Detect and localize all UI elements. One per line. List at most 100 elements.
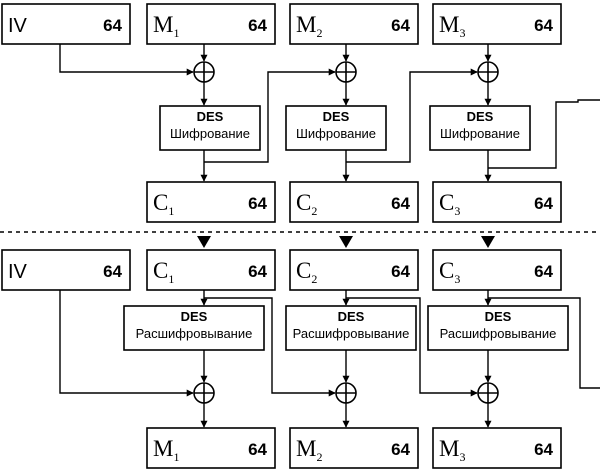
dec-ciphertext-block-3-subscript: 3 <box>454 272 460 286</box>
enc-plaintext-block-1-frame <box>146 3 276 45</box>
enc-plaintext-block-2-subscript: 2 <box>316 26 322 40</box>
enc-des-unit-2-title: DES <box>323 109 350 124</box>
enc-ciphertext-block-3-frame <box>432 181 562 223</box>
enc-iv-block-bit-width: 64 <box>103 16 122 35</box>
enc-des-unit-2-operation: Шифрование <box>296 126 376 141</box>
enc-wire-chain-2-to-3 <box>346 68 478 163</box>
dec-plaintext-block-3-bit-width: 64 <box>534 440 553 459</box>
dec-plaintext-block-2-frame <box>289 427 419 469</box>
enc-des-unit-2-frame <box>285 105 387 151</box>
enc-plaintext-block-2-bit-width: 64 <box>391 16 410 35</box>
enc-plaintext-block-1-bit-width: 64 <box>248 16 267 35</box>
enc-ciphertext-block-2-frame <box>289 181 419 223</box>
enc-plaintext-block-3-frame <box>432 3 562 45</box>
enc-ciphertext-block-3-subscript: 3 <box>454 204 460 218</box>
dec-plaintext-block-2-subscript: 2 <box>316 450 322 464</box>
enc-des-unit-3-operation: Шифрование <box>440 126 520 141</box>
dec-ciphertext-block-2-frame <box>289 249 419 291</box>
enc-plaintext-block-1-subscript: 1 <box>173 26 179 40</box>
dec-wire-iv-to-xor1 <box>59 290 194 397</box>
enc-wire-chain-1-to-2 <box>204 68 336 163</box>
dec-ciphertext-block-3-frame <box>432 249 562 291</box>
dec-xor-1 <box>193 382 215 404</box>
dec-des-unit-2-operation: Расшифровывание <box>293 326 410 341</box>
dec-des-unit-1: DES Расшифровывание <box>123 305 265 351</box>
dec-ciphertext-block-1-frame <box>146 249 276 291</box>
dec-ciphertext-block-2-bit-width: 64 <box>391 262 410 281</box>
enc-plaintext-block-2-frame <box>289 3 419 45</box>
dec-des-unit-2-title: DES <box>338 309 365 324</box>
enc-xor-2 <box>335 61 357 83</box>
enc-ciphertext-block-2-bit-width: 64 <box>391 194 410 213</box>
dec-wire-chain-2-to-3 <box>346 297 478 397</box>
connection-wires <box>59 44 600 428</box>
dec-plaintext-block-1-frame <box>146 427 276 469</box>
enc-des-unit-1-title: DES <box>197 109 224 124</box>
enc-ciphertext-block-1-subscript: 1 <box>168 204 174 218</box>
dec-des-unit-3-operation: Расшифровывание <box>440 326 557 341</box>
dec-iv-block-label: IV <box>8 261 28 283</box>
enc-ciphertext-block-3-bit-width: 64 <box>534 194 553 213</box>
dec-plaintext-block-1-subscript: 1 <box>173 450 179 464</box>
dec-des-unit-3: DES Расшифровывание <box>427 305 569 351</box>
dec-plaintext-block-3-subscript: 3 <box>459 450 465 464</box>
dec-des-unit-2: DES Расшифровывание <box>285 305 417 351</box>
dec-plaintext-block-3-frame <box>432 427 562 469</box>
dec-des-unit-3-title: DES <box>485 309 512 324</box>
dec-ciphertext-block-1-subscript: 1 <box>168 272 174 286</box>
enc-ciphertext-block-1-frame <box>146 181 276 223</box>
separator-arrow-1 <box>197 236 211 248</box>
enc-wire-iv-to-xor1 <box>59 44 194 76</box>
separator-arrow-2 <box>339 236 353 248</box>
dec-xor-2 <box>335 382 357 404</box>
dec-wire-chain-3-out <box>488 297 600 389</box>
dec-plaintext-block-1-bit-width: 64 <box>248 440 267 459</box>
enc-iv-block: IV 64 <box>1 3 131 45</box>
enc-plaintext-block-3-subscript: 3 <box>459 26 465 40</box>
dec-des-unit-1-title: DES <box>181 309 208 324</box>
enc-wire-chain-3-out <box>488 99 600 169</box>
dec-iv-block-frame <box>1 249 131 291</box>
dec-des-unit-3-frame <box>427 305 569 351</box>
dec-des-unit-2-frame <box>285 305 417 351</box>
dec-ciphertext-block-2-subscript: 2 <box>311 272 317 286</box>
enc-des-unit-3-title: DES <box>467 109 494 124</box>
enc-xor-3 <box>477 61 499 83</box>
separator-arrow-3 <box>481 236 495 248</box>
enc-des-unit-1-operation: Шифрование <box>170 126 250 141</box>
enc-plaintext-block-3-bit-width: 64 <box>534 16 553 35</box>
enc-des-unit-1: DES Шифрование <box>159 105 261 151</box>
dec-ciphertext-block-1-bit-width: 64 <box>248 262 267 281</box>
enc-des-unit-3: DES Шифрование <box>429 105 531 151</box>
dec-ciphertext-block-3-bit-width: 64 <box>534 262 553 281</box>
dec-des-unit-1-frame <box>123 305 265 351</box>
dec-iv-block: IV 64 <box>1 249 131 291</box>
dec-des-unit-1-operation: Расшифровывание <box>136 326 253 341</box>
enc-des-unit-1-frame <box>159 105 261 151</box>
enc-xor-1 <box>193 61 215 83</box>
enc-des-unit-3-frame <box>429 105 531 151</box>
enc-des-unit-2: DES Шифрование <box>285 105 387 151</box>
dec-wire-chain-1-to-2 <box>204 297 336 397</box>
enc-ciphertext-block-1-bit-width: 64 <box>248 194 267 213</box>
enc-iv-block-label: IV <box>8 15 28 37</box>
enc-iv-block-frame <box>1 3 131 45</box>
dec-xor-3 <box>477 382 499 404</box>
dec-iv-block-bit-width: 64 <box>103 262 122 281</box>
enc-ciphertext-block-2-subscript: 2 <box>311 204 317 218</box>
dec-plaintext-block-2-bit-width: 64 <box>391 440 410 459</box>
